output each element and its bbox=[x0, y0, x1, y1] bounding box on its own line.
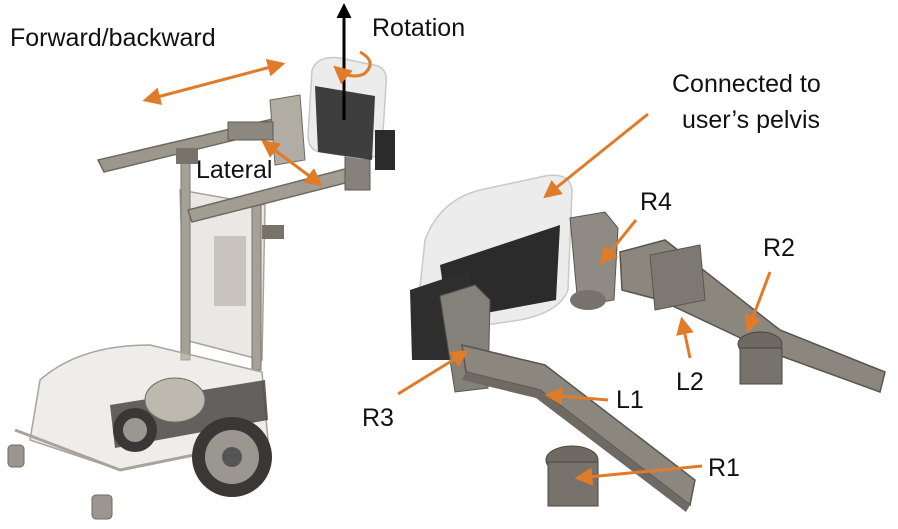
l1-pointer bbox=[544, 387, 609, 406]
lateral-arrow bbox=[261, 139, 323, 187]
r2-label: R2 bbox=[763, 234, 795, 262]
lateral-label: Lateral bbox=[196, 156, 273, 184]
r3-pointer bbox=[397, 350, 470, 396]
forward-backward-label: Forward/backward bbox=[10, 24, 216, 52]
l2-pointer bbox=[676, 316, 694, 359]
connected-label-line1: Connected to bbox=[672, 70, 821, 98]
r4-pointer bbox=[599, 219, 638, 265]
pelvis-linkage-illustration bbox=[410, 174, 886, 512]
full-device-illustration bbox=[7, 56, 395, 520]
l1-label: L1 bbox=[616, 386, 644, 414]
pelvis-connection-arrow bbox=[543, 112, 649, 199]
connected-label-line2: user’s pelvis bbox=[682, 106, 821, 134]
r1-pointer bbox=[574, 464, 703, 486]
rotation-label: Rotation bbox=[372, 14, 466, 42]
rotation-arrow bbox=[333, 50, 372, 85]
l2-label: L2 bbox=[676, 368, 704, 396]
forward-backward-arrow bbox=[142, 58, 286, 106]
r4-label: R4 bbox=[640, 188, 672, 216]
r2-pointer bbox=[744, 271, 772, 334]
r1-label: R1 bbox=[708, 454, 740, 482]
r3-label: R3 bbox=[362, 404, 394, 432]
